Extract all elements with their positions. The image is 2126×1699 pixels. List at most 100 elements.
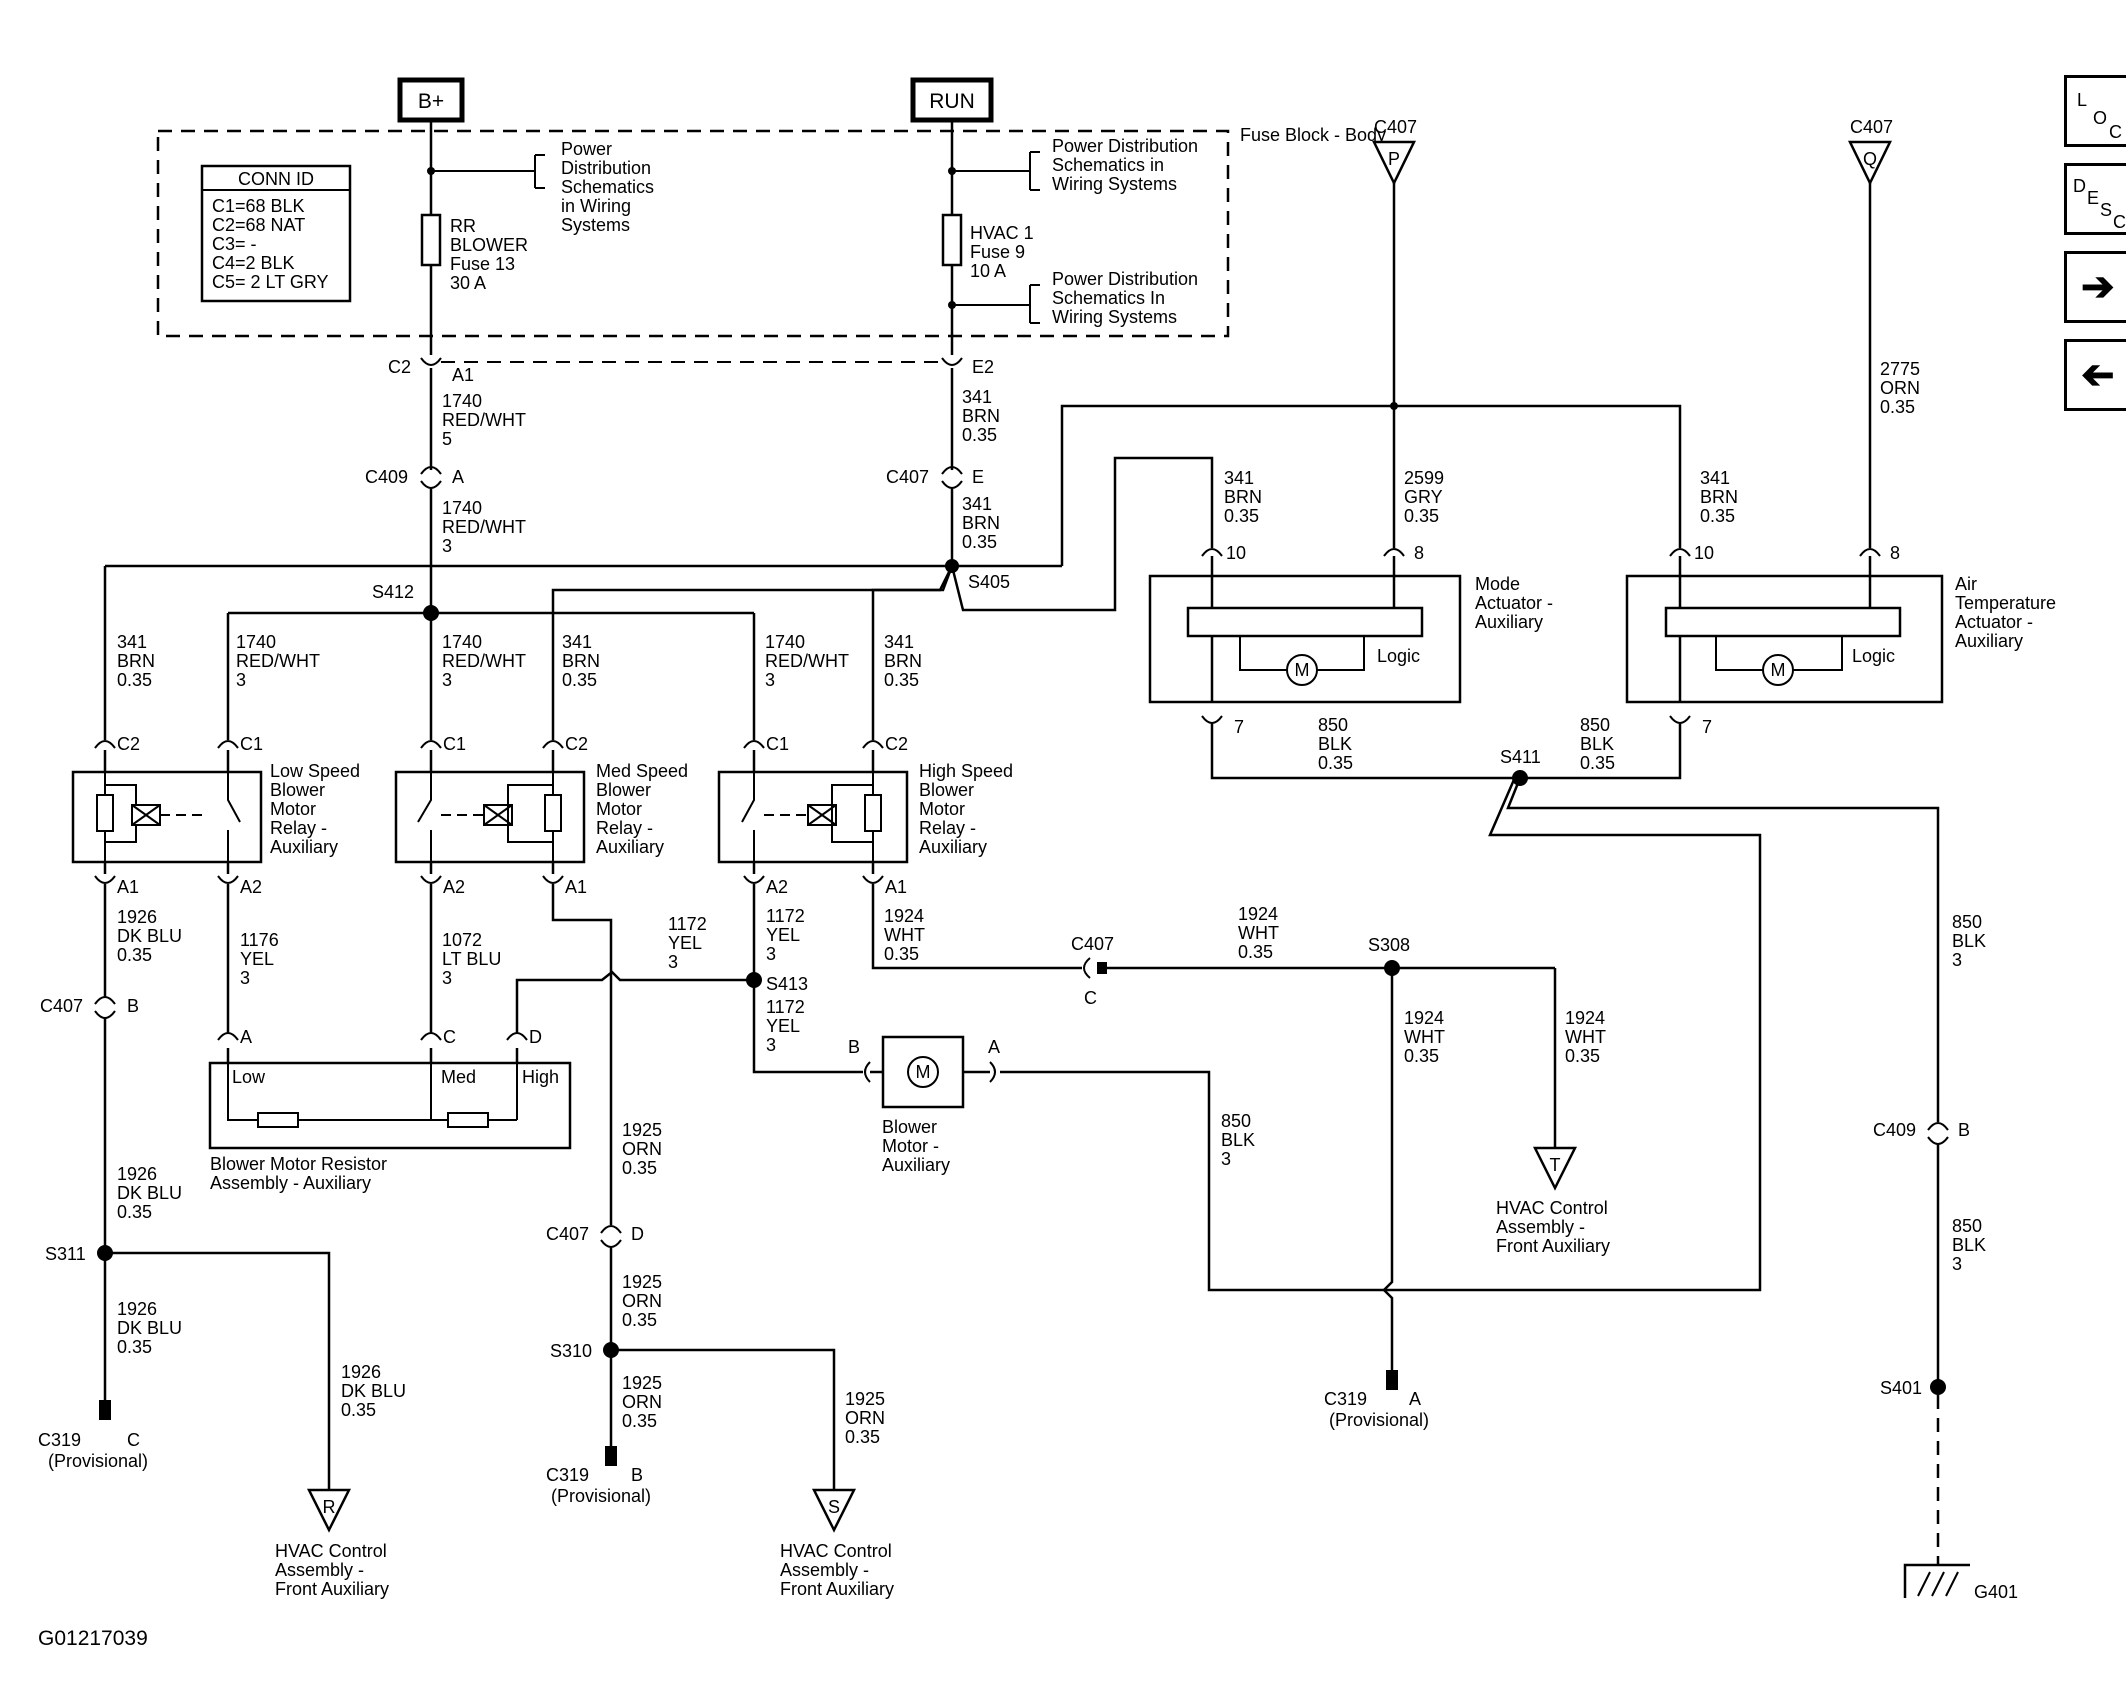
svg-text:S308: S308 [1368, 935, 1410, 955]
svg-text:Logic: Logic [1852, 646, 1895, 666]
c2-connector: C2 A1 E2 [388, 357, 994, 385]
pd-left-text: Power Distribution Schematics in Wiring … [561, 139, 659, 235]
svg-text:E: E [972, 467, 984, 487]
svg-text:R: R [323, 1497, 336, 1517]
svg-text:C407: C407 [1850, 117, 1893, 137]
pd-right-bottom-text: Power Distribution Schematics In Wiring … [1052, 269, 1203, 327]
wire-label: 341 BRN 0.35 [962, 494, 1005, 552]
wire-label: 1740 RED/WHT 3 [442, 498, 531, 556]
svg-text:A1: A1 [452, 365, 474, 385]
fuse-block-title: Fuse Block - Body [1240, 125, 1386, 145]
svg-text:S412: S412 [372, 582, 414, 602]
svg-text:C2: C2 [885, 734, 908, 754]
svg-text:C319: C319 [1324, 1389, 1367, 1409]
c407-c-connector: C407 C [1071, 934, 1114, 1008]
svg-text:7: 7 [1702, 717, 1712, 737]
svg-text:B: B [848, 1037, 860, 1057]
loc-button[interactable]: L O C [2064, 75, 2126, 147]
desc-button[interactable]: D E S C [2064, 163, 2126, 235]
svg-text:8: 8 [1414, 543, 1424, 563]
wire-label: 341 BRN 0.35 [962, 387, 1005, 445]
pd-right-top-text: Power Distribution Schematics in Wiring … [1052, 136, 1203, 194]
svg-text:A: A [240, 1027, 252, 1047]
svg-text:8: 8 [1890, 543, 1900, 563]
c407-d-connector: C407 D [546, 1224, 644, 1248]
svg-text:(Provisional): (Provisional) [48, 1451, 148, 1471]
rr-blower-fuse-label: RR BLOWER Fuse 13 30 A [450, 216, 533, 293]
svg-text:C409: C409 [365, 467, 408, 487]
svg-text:A2: A2 [766, 877, 788, 897]
prev-page-button[interactable]: ➔ [2064, 339, 2126, 411]
svg-text:C407: C407 [886, 467, 929, 487]
svg-text:D: D [529, 1027, 542, 1047]
svg-text:M: M [1295, 660, 1310, 680]
svg-text:C319: C319 [546, 1465, 589, 1485]
svg-text:C1: C1 [766, 734, 789, 754]
conn-id-line: C5= 2 LT GRY [212, 272, 329, 292]
svg-text:A2: A2 [240, 877, 262, 897]
svg-text:A1: A1 [885, 877, 907, 897]
c407-q-connector: C407 Q [1847, 117, 1893, 186]
wire-label: 1740 RED/WHT 5 [442, 391, 531, 449]
bplus-label: B+ [418, 90, 444, 113]
svg-text:S: S [828, 1497, 840, 1517]
svg-text:A2: A2 [443, 877, 465, 897]
hvac1-fuse-label: HVAC 1 Fuse 9 10 A [970, 223, 1039, 281]
svg-text:A: A [1409, 1389, 1421, 1409]
svg-text:E2: E2 [972, 357, 994, 377]
splice-s401 [1930, 1379, 1946, 1395]
svg-text:C: C [443, 1027, 456, 1047]
svg-text:C2: C2 [565, 734, 588, 754]
arrow-right-icon: ➔ [2081, 265, 2115, 309]
svg-text:A1: A1 [565, 877, 587, 897]
next-page-button[interactable]: ➔ [2064, 251, 2126, 323]
ground-symbol-icon: G401 [1903, 1563, 2018, 1602]
svg-text:C2: C2 [117, 734, 140, 754]
svg-text:10: 10 [1694, 543, 1714, 563]
fuse-block: B+ RUN Fuse Block - Body CONN ID C1=68 B… [156, 77, 1386, 355]
svg-text:High: High [522, 1067, 559, 1087]
svg-text:C407: C407 [1071, 934, 1114, 954]
conn-id-line: C3= - [212, 234, 257, 254]
svg-text:C1: C1 [443, 734, 466, 754]
conn-id-line: C4=2 BLK [212, 253, 295, 273]
svg-text:S411: S411 [1500, 747, 1541, 767]
c409-b-connector: C409 B [1873, 1120, 1970, 1145]
svg-text:C319: C319 [38, 1430, 81, 1450]
blower-motor-resistor: A C D Low Med High Blower Motor Resistor… [208, 1027, 572, 1193]
svg-text:M: M [1771, 660, 1786, 680]
